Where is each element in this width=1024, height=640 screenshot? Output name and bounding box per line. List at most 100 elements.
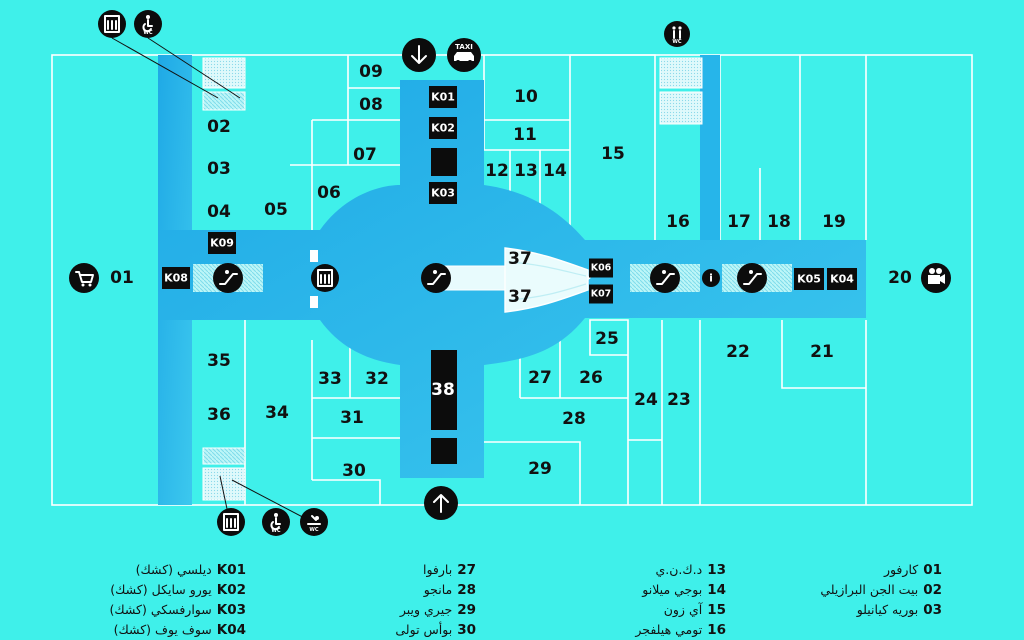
service-blocks <box>111 37 703 524</box>
escalator-icon <box>650 263 680 293</box>
kiosk-label-k02: K02 <box>431 122 455 135</box>
legend-name: يورو سايكل (كشك) <box>110 582 212 597</box>
up-arrow-icon <box>424 486 458 520</box>
unit-label-36: 36 <box>207 405 231 425</box>
legend-row: K02يورو سايكل (كشك) <box>6 580 246 600</box>
kiosk-k09 <box>208 232 236 254</box>
unit-label-37: 37 <box>508 249 532 269</box>
legend-row: 01كارفور <box>742 560 942 580</box>
kiosk-k02 <box>429 117 457 139</box>
legend-row: 30 بوأس تولى <box>276 620 476 640</box>
legend-name: آي زون <box>663 602 703 617</box>
unit-label-06: 06 <box>317 183 341 203</box>
unit-label-07: 07 <box>353 145 377 165</box>
legend-units-01-03: 01كارفور 02 بيت الجن البرازيلي 03 بوريه كيان… <box>742 560 942 620</box>
legend-code: 14 <box>707 582 726 598</box>
legend-name: بيت الجن البرازيلي <box>820 582 919 597</box>
legend-code: 30 <box>457 622 476 638</box>
legend-name: د.ك.ن.ي <box>655 562 703 577</box>
legend-row: K03 سوارفسكي (كشك) <box>6 600 246 620</box>
legend-units-13-16: 13 د.ك.ن.ي 14بوجي ميلانو 15 آي زون 16تومي هيل… <box>526 560 726 640</box>
kiosk-k01 <box>429 86 457 108</box>
unit-label-37: 37 <box>508 287 532 307</box>
legend-code: 15 <box>707 602 726 618</box>
legend-row: 27 بارفوا <box>276 560 476 580</box>
down-arrow-icon <box>402 38 436 72</box>
legend-kiosks: K01 ديلسي (كشك) K02يورو سايكل (كشك) K03 سوار… <box>6 560 246 640</box>
unit-label-14: 14 <box>543 161 567 181</box>
kiosk-k07 <box>589 284 613 304</box>
kiosk-label-k09: K09 <box>210 237 234 250</box>
legend-code: 02 <box>923 582 942 598</box>
escalator-icon <box>421 263 451 293</box>
legend-units-27-30: 27 بارفوا 28 مانجو 29جيري ويبر 30 بوأس تولى <box>276 560 476 640</box>
unit-label-12: 12 <box>485 161 509 181</box>
legend-name: سوف يوف (كشك) <box>113 622 212 637</box>
cinema-icon <box>921 263 951 293</box>
baby-change-icon: WC <box>300 508 328 536</box>
legend-row: 13 د.ك.ن.ي <box>526 560 726 580</box>
unit-label-18: 18 <box>767 212 791 232</box>
legend-row: 29جيري ويبر <box>276 600 476 620</box>
unit-label-16: 16 <box>666 212 690 232</box>
legend-name: بارفوا <box>422 562 453 577</box>
legend-code: 28 <box>457 582 476 598</box>
legend-name: بوريه كيانيلو <box>856 602 919 617</box>
legend-row: 28 مانجو <box>276 580 476 600</box>
legend-code: 03 <box>923 602 942 618</box>
unit-label-26: 26 <box>579 368 603 388</box>
legend-row: 15 آي زون <box>526 600 726 620</box>
unit-label-33: 33 <box>318 369 342 389</box>
elevator-icon <box>98 10 126 38</box>
unit-label-27: 27 <box>528 368 552 388</box>
unit-label-32: 32 <box>365 369 389 389</box>
kiosk-label-k03: K03 <box>431 187 455 200</box>
legend-code: 16 <box>707 622 726 638</box>
kiosk-label-k01: K01 <box>431 91 455 104</box>
unit-label-38: 38 <box>431 380 455 400</box>
unit-label-28: 28 <box>562 409 586 429</box>
unit-label-31: 31 <box>340 408 364 428</box>
escalator-icon <box>737 263 767 293</box>
legend-row: 14بوجي ميلانو <box>526 580 726 600</box>
kiosk-label-k08: K08 <box>164 272 188 285</box>
legend-code: 13 <box>707 562 726 578</box>
unit-label-23: 23 <box>667 390 691 410</box>
unit-label-04: 04 <box>207 202 231 222</box>
legend-row: 02 بيت الجن البرازيلي <box>742 580 942 600</box>
elevator-icon <box>311 264 339 292</box>
unit-label-05: 05 <box>264 200 288 220</box>
legend-code: 27 <box>457 562 476 578</box>
kiosk-label-k07: K07 <box>591 289 612 300</box>
icons: TAXI WC WC WC WC <box>69 10 951 536</box>
unit-label-03: 03 <box>207 159 231 179</box>
svg-text:TAXI: TAXI <box>455 43 473 51</box>
legend-code: K03 <box>216 602 246 618</box>
legend-name: مانجو <box>423 582 453 597</box>
unit-label-01: 01 <box>110 268 134 288</box>
legend-row: 16تومي هيلفجر <box>526 620 726 640</box>
unit-label-09: 09 <box>359 62 383 82</box>
unit-label-15: 15 <box>601 144 625 164</box>
dark-block <box>431 148 457 176</box>
unit-label-22: 22 <box>726 342 750 362</box>
wc-accessible-icon: WC <box>134 10 162 38</box>
legend-code: K01 <box>216 562 246 578</box>
unit-label-29: 29 <box>528 459 552 479</box>
wc-accessible-icon: WC <box>262 508 290 536</box>
kiosk-label-k05: K05 <box>797 273 821 286</box>
svg-text:WC: WC <box>271 528 281 534</box>
unit-label-11: 11 <box>513 125 537 145</box>
unit-label-30: 30 <box>342 461 366 481</box>
legend-name: جيري ويبر <box>399 602 453 617</box>
legend-name: سوارفسكي (كشك) <box>109 602 212 617</box>
legend-name: بوأس تولى <box>395 622 453 637</box>
taxi-icon: TAXI <box>447 38 481 72</box>
wc-icon: WC <box>664 21 690 47</box>
kiosk-k08 <box>162 267 190 289</box>
legend-row: K01 ديلسي (كشك) <box>6 560 246 580</box>
legend-name: ديلسي (كشك) <box>135 562 212 577</box>
